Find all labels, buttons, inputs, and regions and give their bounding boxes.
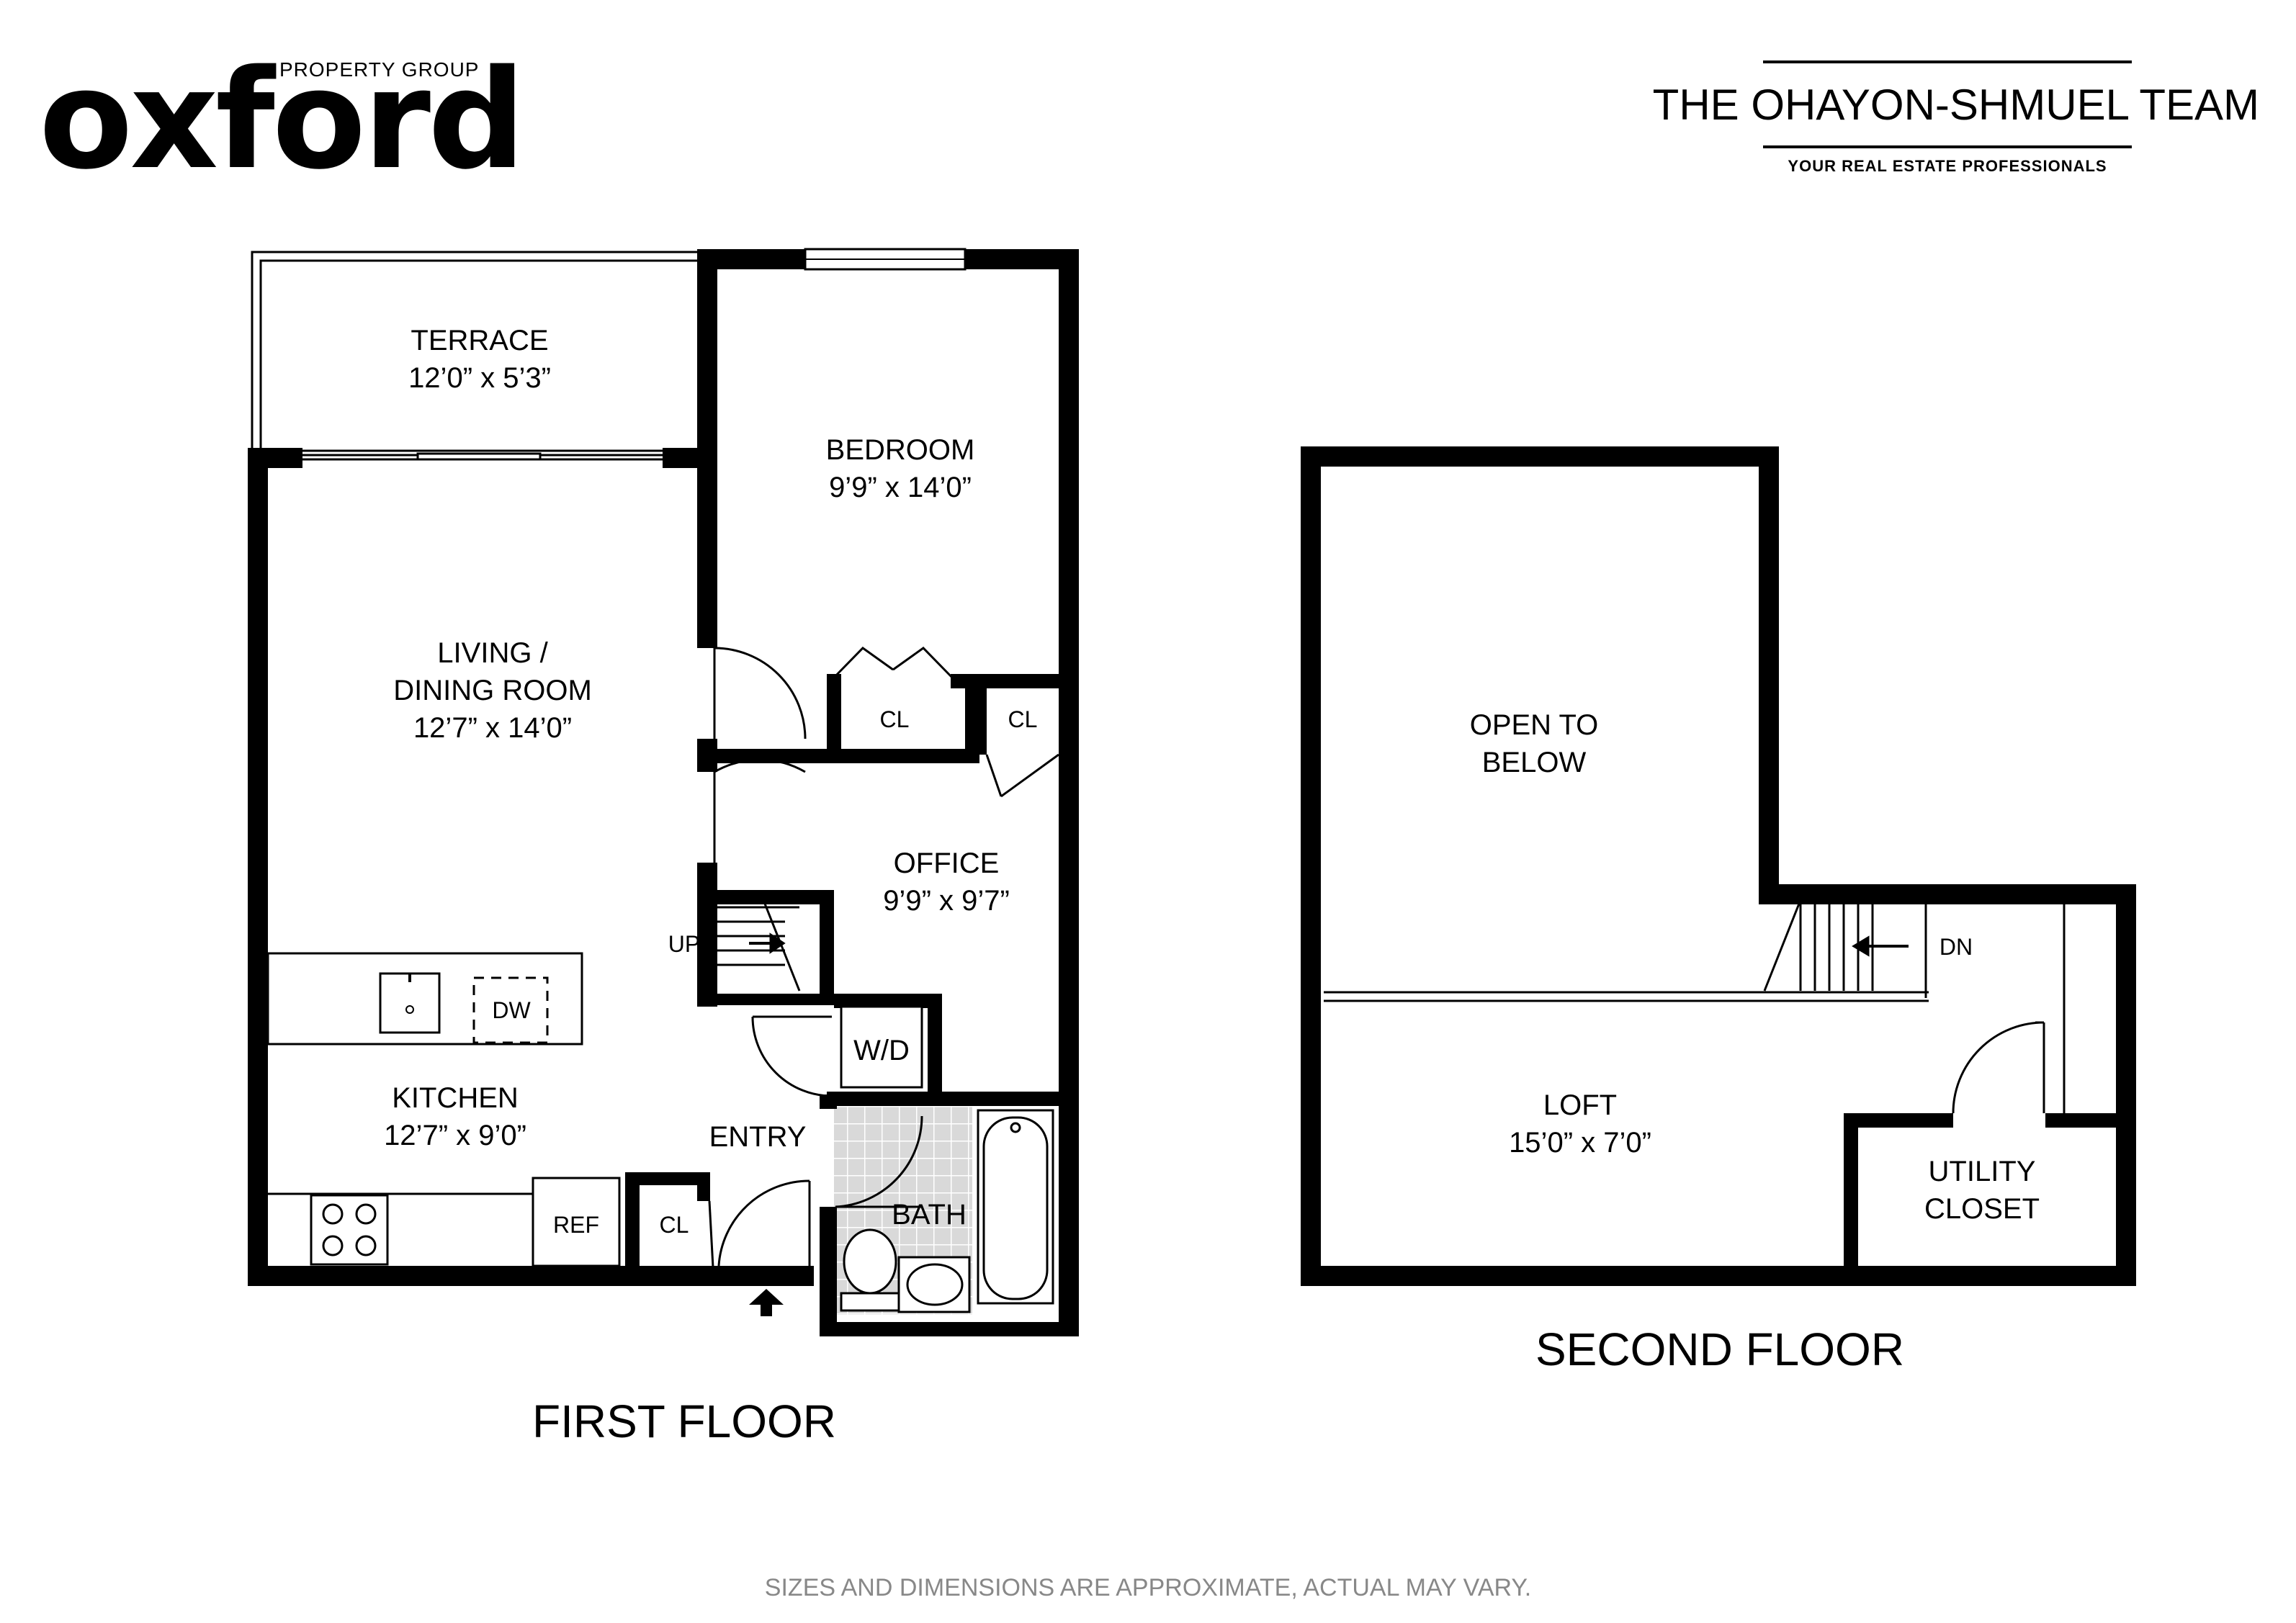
bedroom-closet-label: CL <box>880 706 910 732</box>
living-dims: 12’7” x 14’0” <box>413 712 572 744</box>
terrace-label: TERRACE <box>411 325 548 356</box>
living-label-line1: LIVING / <box>437 637 548 669</box>
terrace-dims: 12’0” x 5’3” <box>408 362 551 394</box>
kitchen-island <box>266 952 583 1046</box>
dishwasher-label: DW <box>492 997 531 1023</box>
second-floor-walls <box>1301 446 2136 1286</box>
oxford-logo: PROPERTY GROUP oxford <box>39 40 526 199</box>
second-floor-plan: OPEN TO BELOW LOFT 15’0” x 7’0” UTILITY … <box>1301 446 2136 1375</box>
kitchen-dims: 12’7” x 9’0” <box>384 1120 526 1151</box>
logo-subtitle: PROPERTY GROUP <box>279 58 479 81</box>
utility-closet-line2: CLOSET <box>1924 1193 2040 1225</box>
team-tagline: YOUR REAL ESTATE PROFESSIONALS <box>1788 157 2107 175</box>
bath-label: BATH <box>892 1199 967 1231</box>
kitchen-sink-icon <box>379 972 441 1034</box>
first-floor-plan: TERRACE 12’0” x 5’3” BEDROOM 9’9” x 14’0… <box>248 248 1079 1447</box>
office-closet-label: CL <box>1008 706 1038 732</box>
disclaimer: SIZES AND DIMENSIONS ARE APPROXIMATE, AC… <box>765 1574 1531 1601</box>
second-floor-title: SECOND FLOOR <box>1535 1323 1904 1375</box>
stairs-down-icon <box>1763 899 2066 1113</box>
stairs-up-icon <box>707 899 801 992</box>
entry-closet-label: CL <box>660 1212 689 1238</box>
bedroom-dims: 9’9” x 14’0” <box>829 472 972 503</box>
bath-sink-icon <box>897 1256 971 1313</box>
team-name: THE OHAYON-SHMUEL TEAM <box>1653 81 2259 129</box>
loft-dims: 15’0” x 7’0” <box>1509 1127 1651 1159</box>
logo-wordmark: oxford <box>39 40 523 199</box>
toilet-icon <box>840 1228 900 1312</box>
open-to-below-line1: OPEN TO <box>1470 709 1599 741</box>
terrace-sliding-door <box>302 449 663 461</box>
team-logo: THE OHAYON-SHMUEL TEAM YOUR REAL ESTATE … <box>1653 60 2259 175</box>
washer-dryer-box <box>840 1005 923 1089</box>
open-to-below-line2: BELOW <box>1482 747 1587 778</box>
living-label-line2: DINING ROOM <box>393 675 592 706</box>
utility-closet-line1: UTILITY <box>1929 1156 2036 1187</box>
entry-arrow-icon <box>749 1289 784 1316</box>
loft-label: LOFT <box>1543 1089 1617 1121</box>
stove-icon <box>310 1194 389 1266</box>
stairs-up-label: UP <box>668 931 700 957</box>
office-dims: 9’9” x 9’7” <box>883 885 1010 917</box>
utility-closet-door <box>1952 1021 2045 1114</box>
first-floor-title: FIRST FLOOR <box>532 1395 836 1447</box>
bathtub-icon <box>977 1109 1054 1305</box>
stairs-down-label: DN <box>1940 934 1973 960</box>
doors <box>708 647 1059 1268</box>
first-floor-walls <box>248 249 1079 1336</box>
refrigerator-label: REF <box>553 1212 599 1238</box>
dishwasher-icon <box>472 976 549 1044</box>
office-label: OFFICE <box>894 848 1000 879</box>
washer-dryer-label: W/D <box>853 1035 910 1066</box>
kitchen-label: KITCHEN <box>392 1082 519 1114</box>
open-to-below-rail <box>1324 991 1929 1002</box>
bedroom-label: BEDROOM <box>826 434 975 466</box>
entry-label: ENTRY <box>709 1121 807 1153</box>
